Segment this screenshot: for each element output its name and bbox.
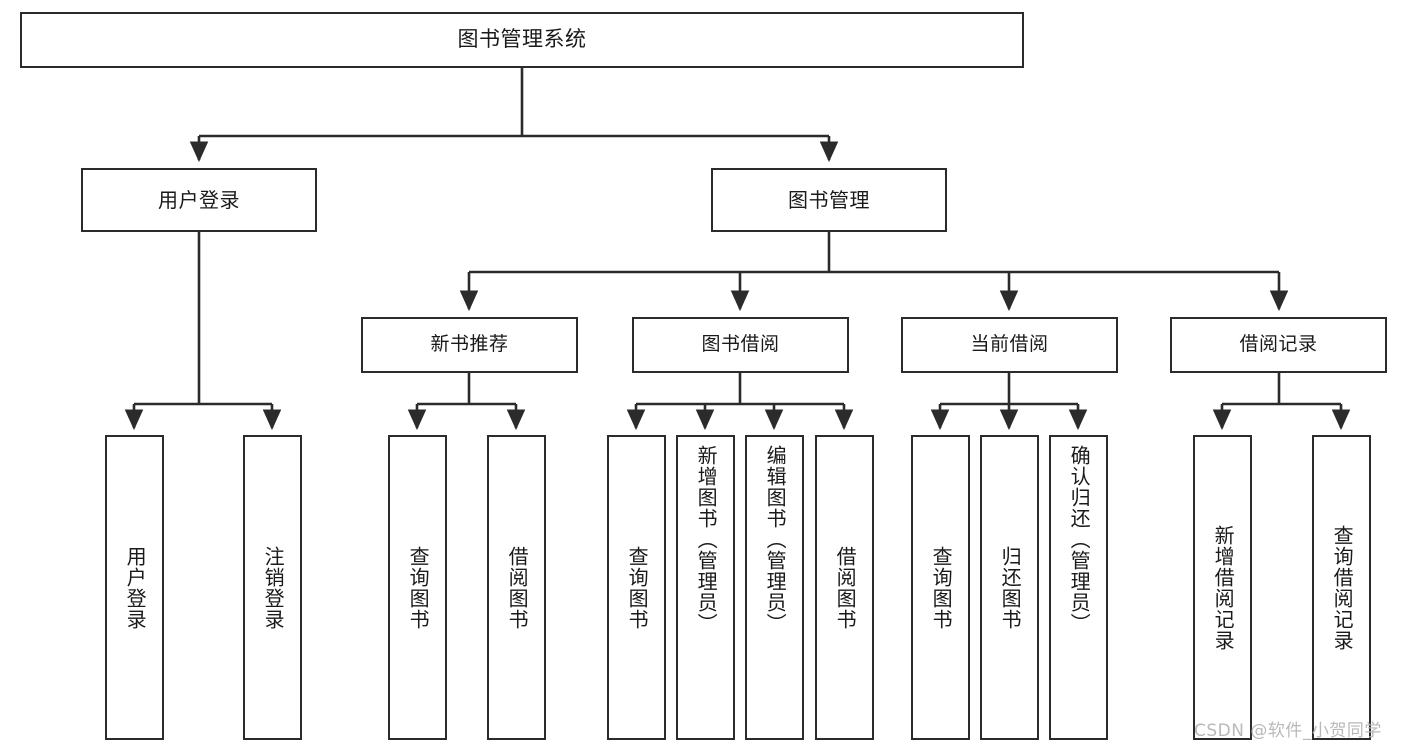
leaf-add-borrow-record-label: 新增借阅记录 [1211,524,1236,651]
node-new-book-recommend[interactable]: 新书推荐 [361,317,578,373]
leaf-add-borrow-record[interactable]: 新增借阅记录 [1193,435,1252,740]
leaf-borrow-book-recommend[interactable]: 借阅图书 [487,435,546,740]
leaf-logout-login-label: 注销登录 [261,545,286,630]
leaf-return-book[interactable]: 归还图书 [980,435,1039,740]
leaf-borrow-book[interactable]: 借阅图书 [815,435,874,740]
leaf-query-borrow-record-label: 查询借阅记录 [1330,524,1355,651]
leaf-borrow-book-label: 借阅图书 [833,545,858,630]
leaf-user-login[interactable]: 用户登录 [105,435,164,740]
leaf-borrow-book-recommend-label: 借阅图书 [505,545,530,630]
leaf-confirm-return-admin[interactable]: 确认归还（管理员） [1049,435,1108,740]
node-book-borrow-label: 图书借阅 [701,333,780,356]
leaf-edit-book-admin[interactable]: 编辑图书（管理员） [745,435,804,740]
node-new-book-recommend-label: 新书推荐 [430,333,509,356]
leaf-add-book-admin[interactable]: 新增图书（管理员） [676,435,735,740]
leaf-return-book-label: 归还图书 [998,545,1023,630]
node-book-borrow[interactable]: 图书借阅 [632,317,849,373]
node-user-login-label: 用户登录 [158,187,240,212]
node-borrow-record-label: 借阅记录 [1239,333,1318,356]
node-root[interactable]: 图书管理系统 [20,12,1024,68]
node-book-management-label: 图书管理 [788,187,870,212]
leaf-query-book-recommend-label: 查询图书 [406,545,431,630]
leaf-query-book-recommend[interactable]: 查询图书 [388,435,447,740]
leaf-add-book-admin-label: 新增图书（管理员） [694,445,719,634]
leaf-query-book-current[interactable]: 查询图书 [911,435,970,740]
node-root-label: 图书管理系统 [457,27,587,52]
node-current-borrow[interactable]: 当前借阅 [901,317,1118,373]
leaf-query-book-borrow-label: 查询图书 [625,545,650,630]
leaf-logout-login[interactable]: 注销登录 [243,435,302,740]
node-book-management[interactable]: 图书管理 [711,168,947,232]
node-user-login[interactable]: 用户登录 [81,168,317,232]
leaf-confirm-return-admin-label: 确认归还（管理员） [1067,445,1092,634]
leaf-query-book-borrow[interactable]: 查询图书 [607,435,666,740]
node-borrow-record[interactable]: 借阅记录 [1170,317,1387,373]
csdn-watermark: CSDN @软件_小贺同学 [1194,721,1382,741]
leaf-query-book-current-label: 查询图书 [929,545,954,630]
node-current-borrow-label: 当前借阅 [970,333,1049,356]
leaf-edit-book-admin-label: 编辑图书（管理员） [763,445,788,634]
leaf-user-login-label: 用户登录 [123,545,148,630]
leaf-query-borrow-record[interactable]: 查询借阅记录 [1312,435,1371,740]
